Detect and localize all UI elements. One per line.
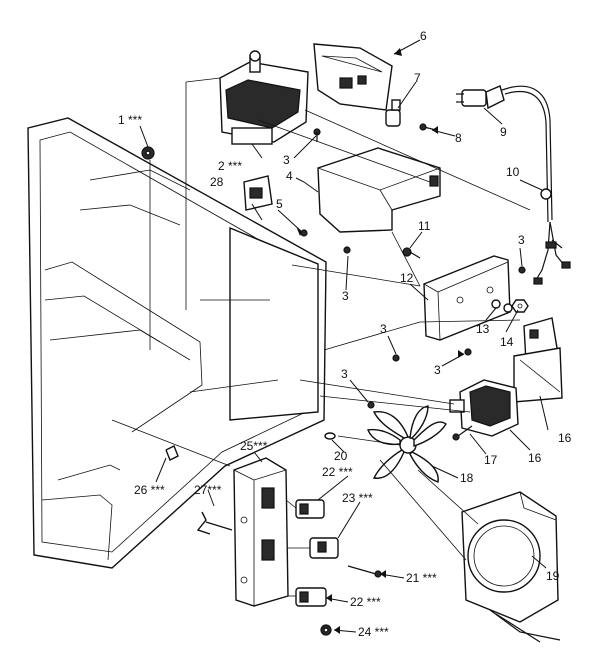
washer-20 bbox=[324, 432, 336, 440]
callout-21: 21 *** bbox=[406, 571, 437, 585]
cabinet-panel bbox=[27, 117, 327, 569]
screw-3-mid bbox=[343, 246, 351, 254]
callout-27: 27*** bbox=[194, 483, 222, 497]
callout-23: 23 *** bbox=[342, 491, 373, 505]
callout-19: 19 bbox=[546, 569, 560, 583]
screw-3-low bbox=[367, 401, 375, 409]
callout-16: 16 bbox=[558, 431, 572, 445]
leader-lines bbox=[139, 39, 549, 633]
screw-11 bbox=[402, 247, 421, 259]
nut-14 bbox=[511, 299, 529, 313]
vent-grid bbox=[229, 226, 319, 421]
fan-motor-bracket bbox=[513, 317, 563, 403]
magnetron bbox=[219, 50, 309, 145]
callout-18: 18 bbox=[460, 471, 474, 485]
callout-1: 1 *** bbox=[118, 113, 142, 127]
waveguide-cover bbox=[313, 43, 393, 111]
cord-wiring bbox=[533, 221, 571, 285]
power-cord bbox=[456, 85, 553, 223]
callout-17: 17 bbox=[484, 453, 498, 467]
washer-14b bbox=[503, 303, 513, 313]
leader-arrows bbox=[296, 48, 464, 634]
fan-motor bbox=[449, 379, 519, 437]
callout-8: 8 bbox=[455, 131, 462, 145]
callout-9: 9 bbox=[500, 125, 507, 139]
callout-3: 3 bbox=[434, 363, 441, 377]
callout-22: 22 *** bbox=[350, 595, 381, 609]
assembly-lines bbox=[111, 77, 561, 597]
screw-5 bbox=[300, 229, 308, 237]
screw-3-cord bbox=[518, 266, 526, 274]
callout-3: 3 bbox=[380, 322, 387, 336]
callout-13: 13 bbox=[476, 322, 490, 336]
latch-lever bbox=[196, 511, 233, 535]
callout-26: 26 *** bbox=[134, 483, 165, 497]
fan-shroud bbox=[461, 491, 561, 643]
screw-21 bbox=[347, 565, 382, 578]
screw-3-panel bbox=[392, 354, 400, 362]
mounting-bracket bbox=[423, 255, 511, 341]
callout-28: 28 bbox=[210, 175, 224, 189]
callout-14: 14 bbox=[500, 335, 514, 349]
callout-labels: 1 *** 2 *** 3 3 3 3 3 3 4 5 6 7 8 9 10 1… bbox=[118, 29, 572, 639]
screw-3-right bbox=[464, 348, 472, 356]
callout-7: 7 bbox=[414, 71, 421, 85]
callout-10: 10 bbox=[506, 165, 520, 179]
ground-terminal bbox=[540, 188, 552, 200]
fan-blade bbox=[367, 405, 447, 483]
callout-22: 22 *** bbox=[322, 465, 353, 479]
interlock-switch-upper bbox=[295, 499, 325, 519]
callout-3: 3 bbox=[518, 233, 525, 247]
screw-1 bbox=[141, 146, 155, 160]
thermal-cutout bbox=[385, 99, 401, 127]
callout-24: 24 *** bbox=[358, 625, 389, 639]
callout-2: 2 *** bbox=[218, 159, 242, 173]
hinge-clip bbox=[165, 445, 179, 461]
washer-13 bbox=[491, 299, 501, 309]
callout-3: 3 bbox=[283, 153, 290, 167]
callout-20: 20 bbox=[334, 449, 348, 463]
air-duct bbox=[317, 147, 441, 233]
monitor-switch bbox=[309, 537, 339, 559]
callout-6: 6 bbox=[420, 29, 427, 43]
callout-5: 5 bbox=[276, 197, 283, 211]
callout-12: 12 bbox=[400, 271, 414, 285]
callout-3: 3 bbox=[342, 289, 349, 303]
callout-4: 4 bbox=[286, 169, 293, 183]
callout-11: 11 bbox=[418, 219, 431, 233]
callout-25: 25*** bbox=[240, 439, 268, 453]
motor-screw-17 bbox=[452, 425, 473, 441]
callout-3: 3 bbox=[341, 367, 348, 381]
thermistor-bracket bbox=[243, 175, 273, 211]
switch-mount-plate bbox=[233, 457, 289, 607]
nut-24 bbox=[320, 624, 332, 636]
callout-16: 16 bbox=[528, 451, 542, 465]
screw-3-top bbox=[313, 128, 321, 142]
interlock-switch-lower bbox=[295, 587, 327, 607]
